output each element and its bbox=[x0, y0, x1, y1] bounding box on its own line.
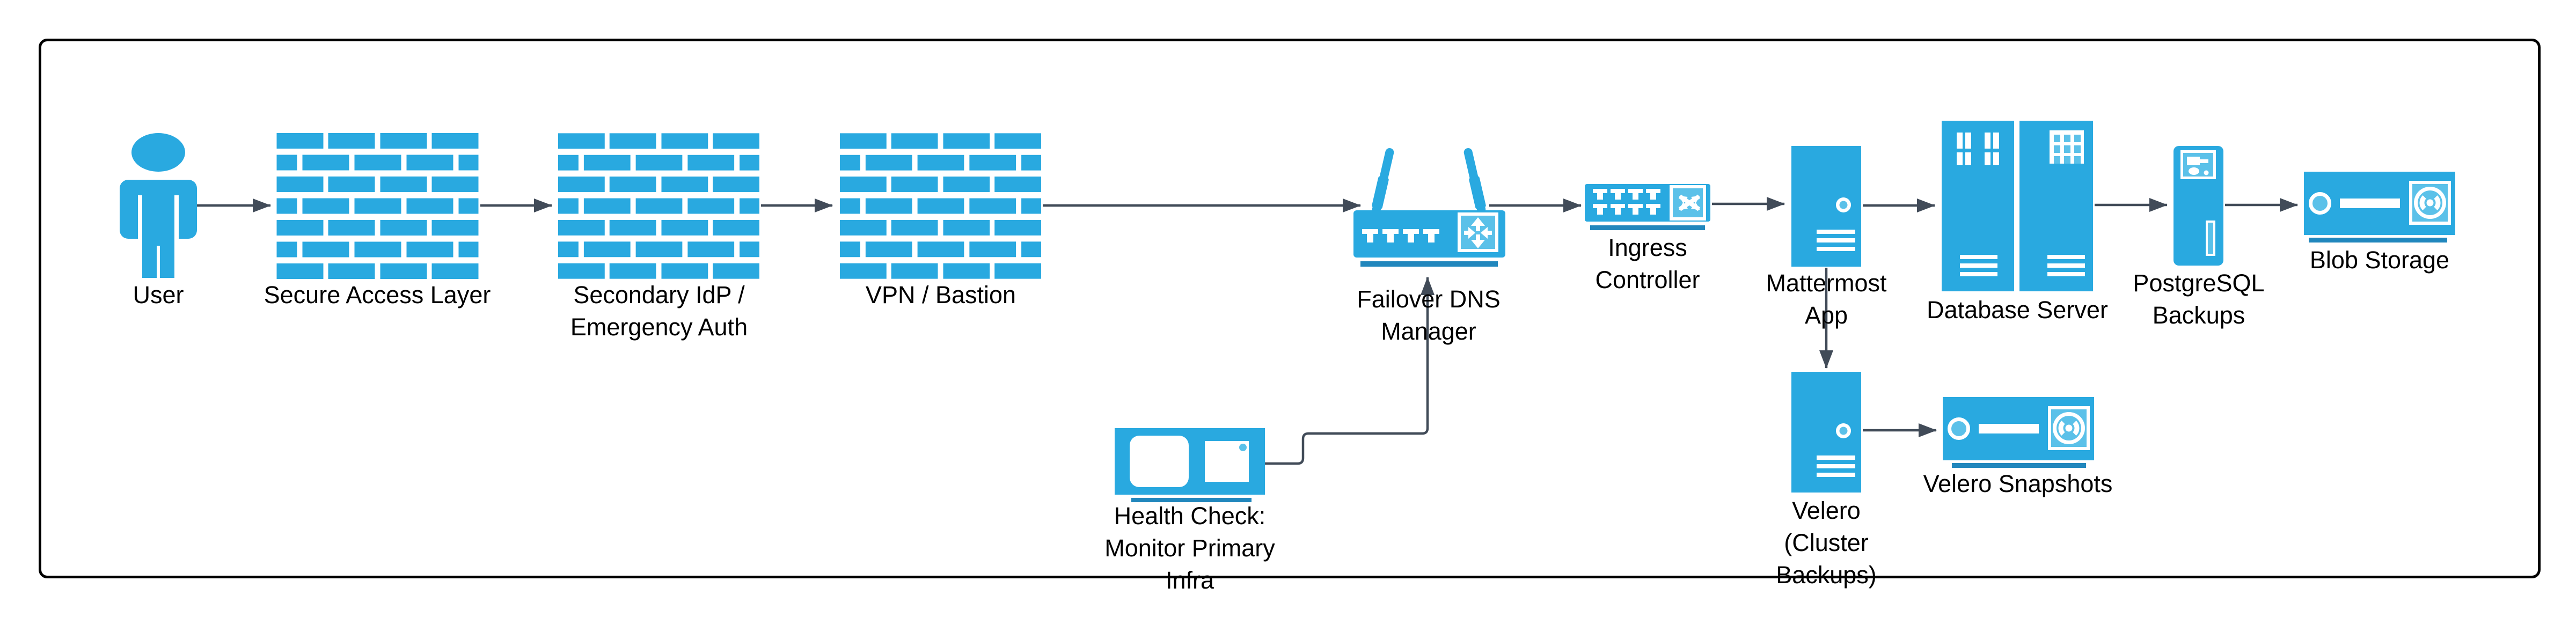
velero-snapshots-label: Velero Snapshots bbox=[1923, 468, 2113, 500]
tower-pc-icon bbox=[2174, 146, 2223, 266]
node-label-line: Infra bbox=[1165, 567, 1214, 594]
node-label-line: VPN / Bastion bbox=[865, 281, 1016, 308]
blob-storage-label: Blob Storage bbox=[2310, 244, 2449, 276]
user-label: User bbox=[133, 279, 184, 311]
secure-access-layer-label: Secure Access Layer bbox=[264, 279, 491, 311]
tower-server-icon-velero bbox=[1791, 372, 1861, 493]
person-icon bbox=[120, 133, 197, 278]
disk-storage-icon-blob bbox=[2304, 172, 2455, 242]
node-label-line: Emergency Auth bbox=[570, 313, 748, 341]
router-shadow-bar bbox=[1360, 261, 1498, 267]
monitor-shadow-bar bbox=[1131, 498, 1252, 502]
node-label-line: Ingress bbox=[1608, 234, 1687, 261]
node-label-line: Controller bbox=[1595, 266, 1700, 293]
node-label-line: Backups) bbox=[1776, 561, 1877, 589]
firewall-icon-secure-access bbox=[276, 133, 479, 279]
node-label-line: Velero bbox=[1792, 497, 1861, 524]
switch-icon bbox=[1585, 184, 1710, 230]
database-server-label: Database Server bbox=[1927, 294, 2108, 326]
node-label-line: Health Check: bbox=[1114, 502, 1266, 530]
node-label-line: PostgreSQL bbox=[2133, 269, 2265, 297]
disk-storage-icon-snapshots bbox=[1943, 397, 2094, 468]
storage-shadow-bar bbox=[2309, 238, 2447, 242]
node-label-line: Failover DNS bbox=[1357, 285, 1501, 313]
failover-dns-manager-label: Failover DNS Manager bbox=[1357, 283, 1501, 348]
node-label-line: User bbox=[133, 281, 184, 308]
arrow-health-check-to-failover-dns bbox=[1265, 277, 1435, 465]
firewall-icon-secondary-idp bbox=[558, 133, 759, 279]
node-label-line: Backups bbox=[2152, 302, 2245, 329]
firewall-icon-vpn-bastion bbox=[840, 133, 1041, 279]
monitor-icon bbox=[1115, 428, 1265, 502]
node-label-line: Database Server bbox=[1927, 296, 2108, 324]
node-label-line: App bbox=[1804, 302, 1848, 329]
connectors bbox=[196, 197, 2298, 465]
node-label-line: Secondary IdP / bbox=[573, 281, 745, 308]
postgresql-backups-label: PostgreSQL Backups bbox=[2133, 267, 2264, 332]
node-label-line: Manager bbox=[1381, 318, 1476, 345]
node-label-line: Mattermost bbox=[1766, 269, 1887, 297]
rack-servers-icon bbox=[1942, 121, 2093, 291]
tower-server-icon-mattermost bbox=[1791, 146, 1861, 267]
node-label-line: Blob Storage bbox=[2309, 246, 2450, 274]
node-label-line: (Cluster bbox=[1784, 529, 1869, 556]
storage-shadow-bar bbox=[1952, 463, 2086, 468]
secondary-idp-label: Secondary IdP / Emergency Auth bbox=[570, 279, 748, 343]
switch-shadow-bar bbox=[1590, 225, 1705, 230]
node-label-line: Monitor Primary bbox=[1104, 534, 1275, 562]
vpn-bastion-label: VPN / Bastion bbox=[866, 279, 1016, 311]
router-arrows-glyph bbox=[1464, 217, 1492, 248]
node-label-line: Velero Snapshots bbox=[1923, 470, 2113, 497]
switch-arrows-glyph bbox=[1678, 194, 1701, 211]
node-label-line: Secure Access Layer bbox=[264, 281, 491, 308]
wireless-router-icon bbox=[1353, 148, 1505, 267]
